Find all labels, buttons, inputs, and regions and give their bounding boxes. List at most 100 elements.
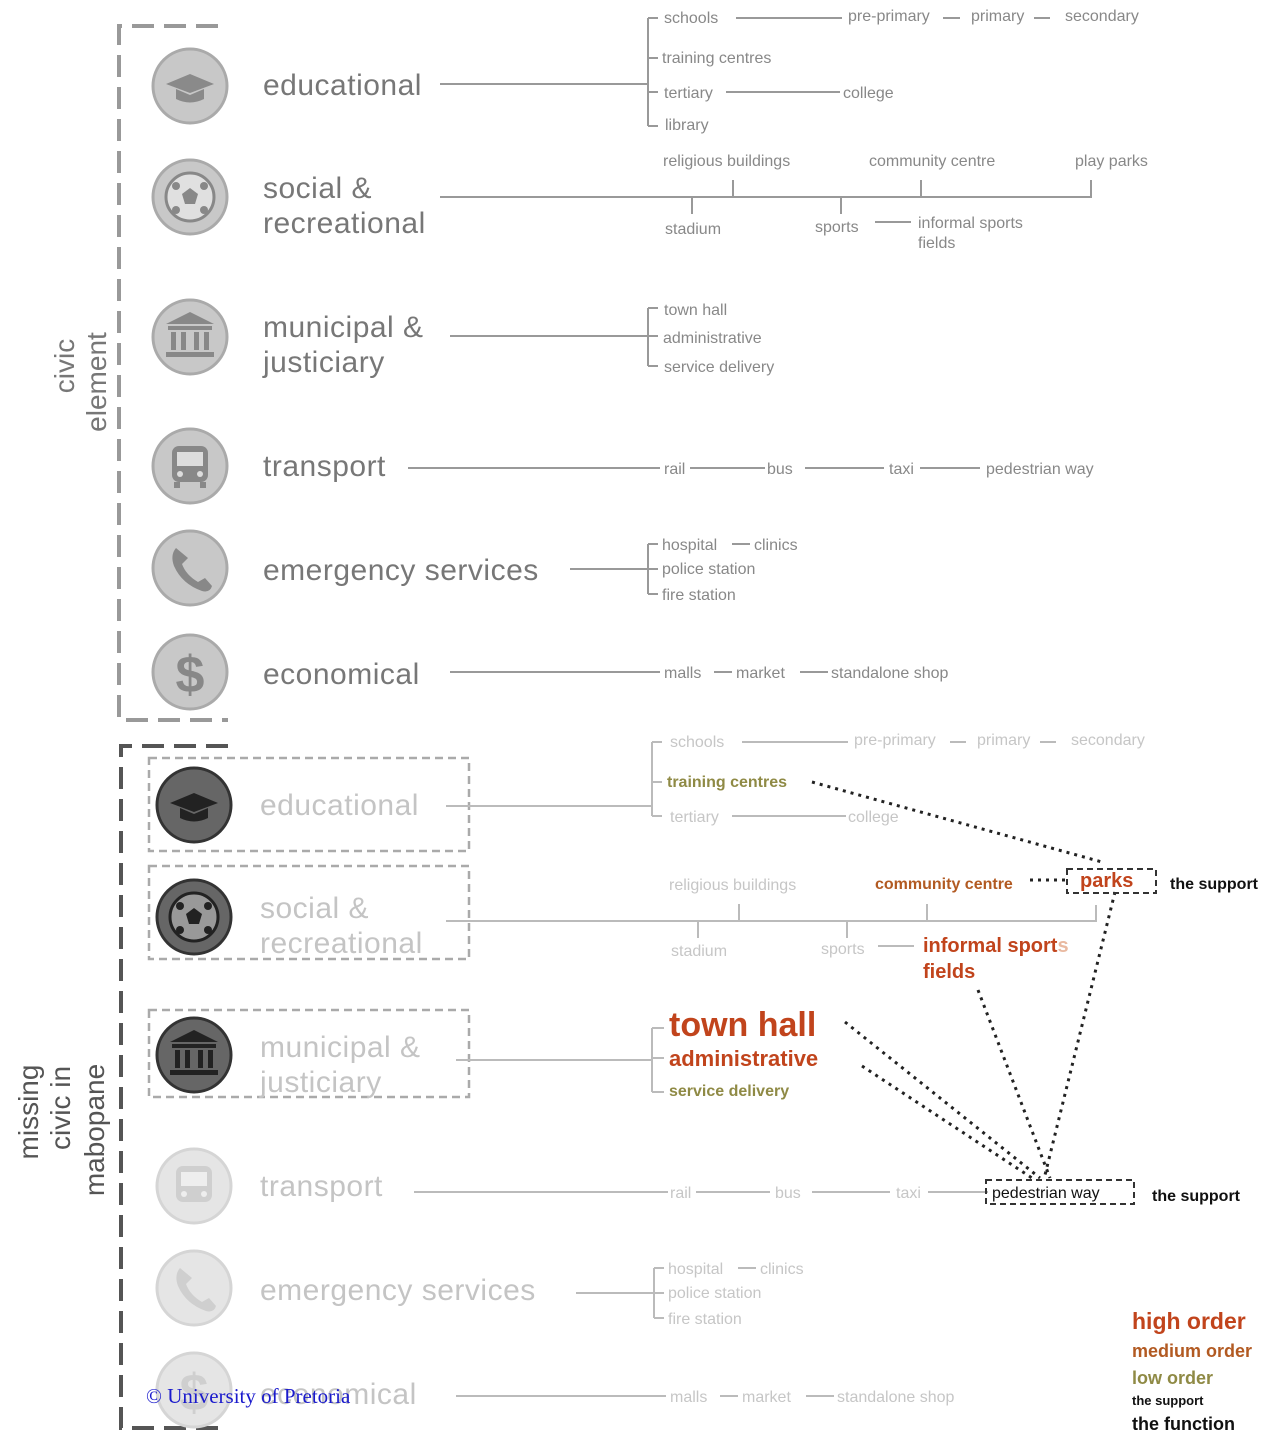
item-informal-sports-high: informal sports [923,935,1069,957]
category-social: social & [263,172,372,205]
item-schools: schools [670,734,724,751]
bottom-transport: transport rail bus taxi pedestrian way t… [155,1147,1241,1225]
item-administrative: administrative [663,330,762,347]
municipal-highlight-box [147,1008,471,1099]
phone-icon [151,529,229,607]
category-recreational: recreational [263,207,426,240]
item-play-parks: play parks [1075,153,1148,170]
item-pedestrian-way-support: pedestrian way [992,1185,1100,1202]
category-recreational-missing: recreational [260,927,423,960]
category-social-missing: social & [260,892,369,925]
top-transport: transport rail bus taxi pedestrian way [151,427,1094,505]
item-fields-high: fields [923,961,975,983]
category-justiciary: justiciary [262,346,385,379]
category-justiciary-missing: justiciary [259,1066,382,1099]
category-emergency-services: emergency services [263,554,539,587]
item-fire-station: fire station [668,1311,742,1328]
graduation-cap-icon [155,766,233,844]
item-administrative-high: administrative [669,1046,818,1071]
legend-the-support: the support [1132,1393,1204,1408]
item-malls: malls [664,665,701,682]
bottom-emergency-services: emergency services hospital clinics poli… [155,1249,804,1328]
item-primary: primary [971,8,1024,25]
item-schools: schools [664,10,718,27]
legend-low-order: low order [1132,1368,1213,1388]
item-college: college [843,85,894,102]
side-label-element: element [81,332,112,432]
top-economical: $ economical malls market standalone sho… [151,633,949,711]
legend-medium-order: medium order [1132,1341,1252,1361]
item-library: library [665,117,709,134]
item-fire-station: fire station [662,587,736,604]
item-tertiary: tertiary [670,809,719,826]
pedestrian-way-support-box [985,1179,1135,1205]
phone-icon [155,1249,233,1327]
item-rail: rail [664,461,685,478]
item-police-station: police station [668,1285,761,1302]
top-emergency-services: emergency services hospital clinics poli… [151,529,798,607]
category-transport: transport [263,450,386,483]
connection-lines [811,780,1117,1182]
item-taxi: taxi [896,1185,921,1202]
item-community-centre: community centre [869,153,995,170]
item-service-delivery-low: service delivery [669,1083,789,1100]
item-informal-sport-faded-s: s [1057,935,1068,957]
item-stadium: stadium [671,943,727,960]
bottom-educational: educational schools pre-primary primary … [147,732,1145,853]
item-training-centres-low: training centres [667,774,787,791]
civic-element-bracket [117,24,228,722]
category-economical-missing: economical [260,1378,417,1411]
item-clinics: clinics [754,537,798,554]
missing-civic-bracket [119,744,228,1430]
item-informal-sport-text: informal sport [923,935,1058,957]
side-label-civic-in: civic in [45,1066,76,1150]
svg-text:$: $ [180,1364,209,1422]
soccer-ball-icon [151,158,229,236]
item-fields: fields [918,235,955,252]
item-malls: malls [670,1389,707,1406]
category-emergency-missing: emergency services [260,1274,536,1307]
item-college: college [848,809,899,826]
category-municipal-missing: municipal & [260,1031,421,1064]
legend-high-order: high order [1132,1308,1246,1334]
item-town-hall: town hall [664,302,727,319]
top-municipal-justiciary: municipal & justiciary town hall adminis… [151,298,774,379]
top-educational: educational schools pre-primary primary … [151,8,1139,134]
item-parks-high: parks [1080,870,1133,892]
legend-the-function: the function [1132,1414,1235,1432]
item-rail: rail [670,1185,691,1202]
educational-highlight-box [147,756,471,853]
side-label-civic: civic [49,339,80,393]
bottom-economical: $ economical malls market standalone sho… [155,1351,955,1429]
item-secondary: secondary [1071,732,1145,749]
item-pedestrian-way: pedestrian way [986,461,1094,478]
item-pre-primary: pre-primary [848,8,930,25]
copyright-link[interactable]: © University of Pretoria [146,1384,351,1408]
item-bus: bus [775,1185,801,1202]
bottom-municipal-justiciary: municipal & justiciary town hall adminis… [147,1006,818,1100]
item-service-delivery: service delivery [664,359,774,376]
item-pre-primary: pre-primary [854,732,936,749]
item-town-hall-high: town hall [669,1006,816,1044]
svg-text:$: $ [176,646,205,704]
category-educational-missing: educational [260,789,419,822]
item-community-centre-medium: community centre [875,876,1013,893]
item-secondary: secondary [1065,8,1139,25]
building-columns-icon [155,1016,233,1094]
item-market: market [742,1389,791,1406]
item-hospital: hospital [668,1261,723,1278]
item-hospital: hospital [662,537,717,554]
bus-icon [155,1147,233,1225]
side-label-mabopane: mabopane [79,1064,110,1196]
item-market: market [736,665,785,682]
item-sports: sports [815,219,859,236]
item-taxi: taxi [889,461,914,478]
label-the-support: the support [1170,876,1259,893]
item-clinics: clinics [760,1261,804,1278]
item-sports: sports [821,941,865,958]
item-standalone-shop: standalone shop [837,1389,955,1406]
parks-support-box [1066,868,1157,894]
top-social-recreational: social & recreational religious building… [151,153,1148,252]
label-the-support: the support [1152,1188,1241,1205]
